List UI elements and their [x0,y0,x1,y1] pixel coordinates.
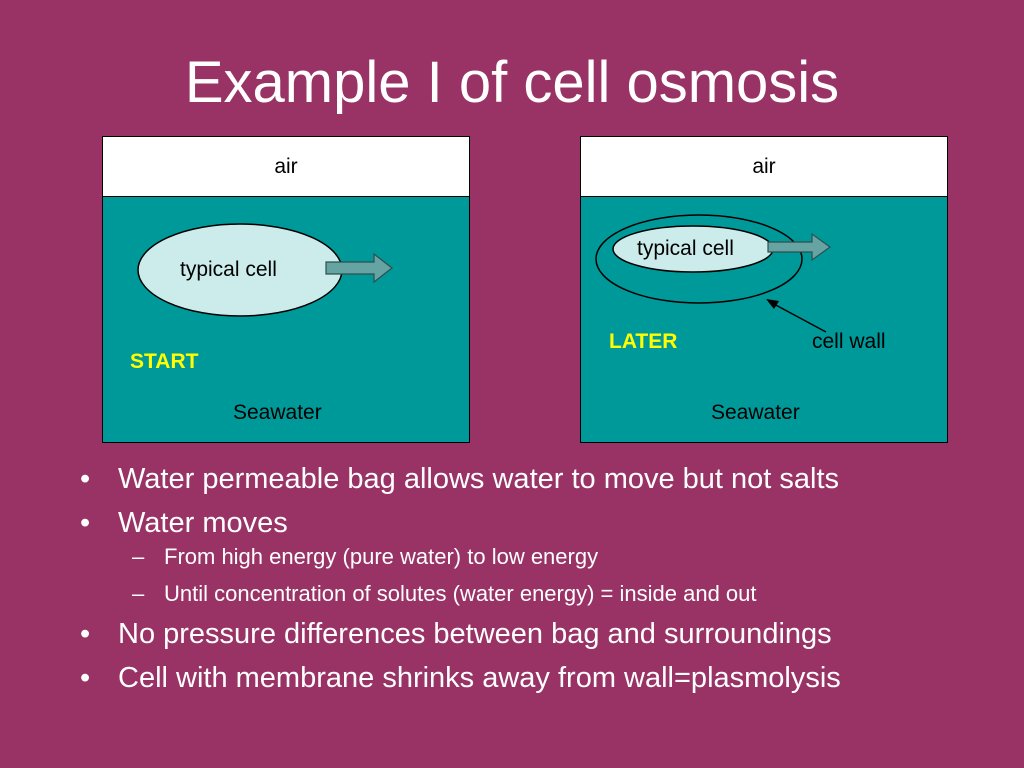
bullet-text: Water permeable bag allows water to move… [118,463,840,495]
diagram-start-shapes [137,223,393,317]
dash-marker: – [132,581,145,606]
bullet-item: • Cell with membrane shrinks away from w… [78,661,1008,696]
sub-bullet-text: From high energy (pure water) to low ene… [164,544,599,569]
cell-wall-pointer-head [766,299,779,309]
cell-label: typical cell [180,258,277,281]
dash-marker: – [132,544,145,569]
stage-label-start: START [130,350,199,373]
air-layer: air [102,136,470,197]
water-flow-arrow [767,232,832,262]
sub-bullet-list: – From high energy (pure water) to low e… [118,543,1008,608]
seawater-label: Seawater [711,401,800,424]
bullet-list: • Water permeable bag allows water to mo… [78,462,1008,705]
bullet-marker: • [80,618,91,650]
cell-wall-pointer [771,302,827,333]
cell-wall-shape [595,214,803,304]
bullet-text: Cell with membrane shrinks away from wal… [118,662,841,694]
sub-bullet-item: – From high energy (pure water) to low e… [118,543,1008,571]
air-layer: air [580,136,948,197]
sub-bullet-text: Until concentration of solutes (water en… [164,581,757,606]
bullet-item: • No pressure differences between bag an… [78,617,1008,652]
diagram-later-shapes [595,214,832,333]
slide-title: Example I of cell osmosis [184,50,840,115]
cell-wall-label: cell wall [812,330,886,353]
diagram-start: air typical cell START Seawater [102,136,470,443]
bullet-marker: • [80,507,91,539]
cell-label: typical cell [637,237,734,260]
sub-bullet-item: – Until concentration of solutes (water … [118,580,1008,608]
stage-label-later: LATER [609,330,678,353]
seawater-label: Seawater [233,401,322,424]
water-flow-arrow [325,252,393,284]
bullet-marker: • [80,463,91,495]
bullet-text: Water moves [118,507,288,539]
bullet-item: • Water permeable bag allows water to mo… [78,462,1008,497]
diagram-later: air typical cell LATER cell wall Seawate… [580,136,948,443]
bullet-text: No pressure differences between bag and … [118,618,832,650]
bullet-item: • Water moves – From high energy (pure w… [78,506,1008,608]
bullet-marker: • [80,662,91,694]
